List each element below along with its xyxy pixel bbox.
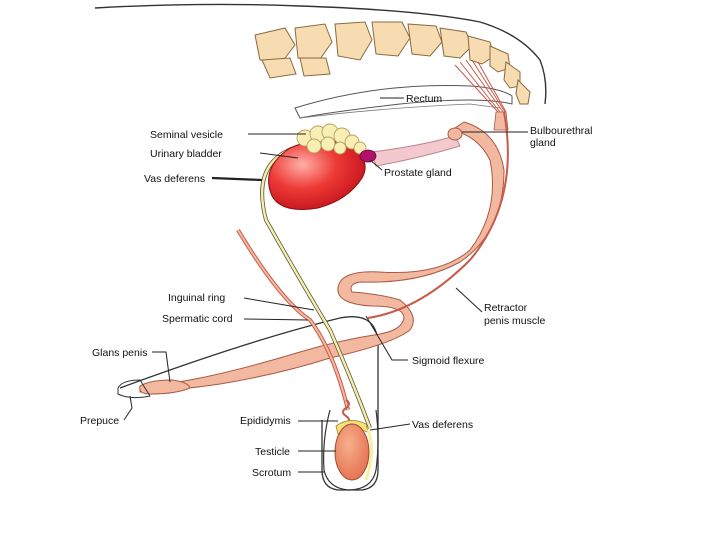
glans xyxy=(139,379,191,395)
bulbourethral-gland xyxy=(447,127,463,141)
retractor-fan xyxy=(454,59,507,113)
leader-vas-deferens-upper xyxy=(211,176,263,182)
label-vas-deferens-lower: Vas deferens xyxy=(412,419,473,431)
leader-vas-deferens-lower xyxy=(369,423,411,431)
leader-urinary-bladder xyxy=(259,152,299,159)
prepuce xyxy=(117,379,151,399)
label-testicle: Testicle xyxy=(255,446,290,458)
vertebral-column xyxy=(254,21,531,105)
leader-spermatic-cord xyxy=(243,318,309,321)
label-scrotum: Scrotum xyxy=(252,467,291,479)
retractor-penis-muscle xyxy=(367,111,509,319)
body-outline xyxy=(94,3,547,105)
label-prepuce: Prepuce xyxy=(80,415,119,427)
leader-glans xyxy=(152,351,171,383)
rectum xyxy=(294,84,513,119)
label-urinary-bladder: Urinary bladder xyxy=(150,148,222,160)
leader-retractor xyxy=(455,287,483,313)
label-retractor-2: penis muscle xyxy=(484,315,545,327)
seminal-vesicle xyxy=(296,123,367,155)
label-sigmoid-flexure: Sigmoid flexure xyxy=(412,355,485,367)
label-seminal-vesicle: Seminal vesicle xyxy=(150,129,223,141)
leader-sigmoid xyxy=(365,315,408,361)
label-bulbourethral-1: Bulbourethral xyxy=(530,125,592,137)
label-retractor-1: Retractor xyxy=(484,302,528,314)
label-glans-penis: Glans penis xyxy=(92,347,147,359)
testicle xyxy=(334,423,370,481)
epididymis-coil xyxy=(342,399,350,425)
label-prostate-gland: Prostate gland xyxy=(384,167,452,179)
label-bulbourethral-2: gland xyxy=(530,137,556,149)
leader-prepuce xyxy=(123,395,133,421)
label-vas-deferens-upper: Vas deferens xyxy=(144,173,205,185)
leader-prostate xyxy=(369,159,383,171)
leader-inguinal-ring xyxy=(243,297,315,311)
label-spermatic-cord: Spermatic cord xyxy=(162,313,233,325)
pelvic-urethra xyxy=(371,135,461,167)
scrotum xyxy=(323,409,379,491)
label-inguinal-ring: Inguinal ring xyxy=(168,292,225,304)
prostate-gland xyxy=(359,149,377,163)
label-epididymis: Epididymis xyxy=(240,415,291,427)
label-rectum: Rectum xyxy=(406,93,442,105)
